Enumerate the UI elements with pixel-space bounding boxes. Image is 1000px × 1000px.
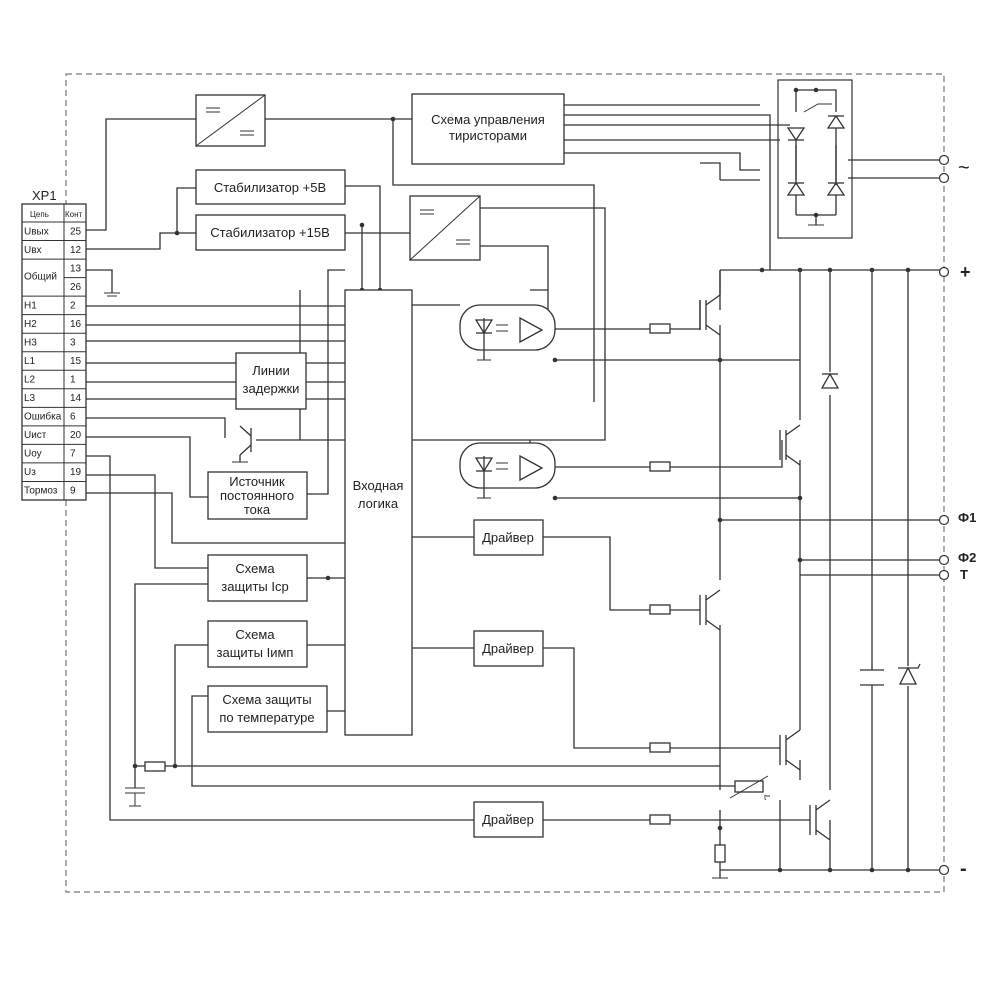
connector-signal-14: Uз (24, 467, 36, 478)
current-source-label-3: тока (244, 502, 271, 517)
svg-text:t: t (764, 793, 767, 802)
delay-lines-block: Линии задержки (235, 352, 307, 410)
terminal-ac-label: ~ (958, 157, 970, 179)
connector-signal-11: Ошибка (24, 411, 62, 423)
connector-pin-20: 20 (70, 430, 82, 441)
connector-pin-3: 3 (70, 337, 76, 348)
protection-temp-label-1: Схема защиты (222, 692, 311, 707)
delay-lines-label-1: Линии (252, 363, 290, 378)
junction-dots (132, 87, 911, 873)
connector-pin-14: 14 (70, 393, 82, 404)
connector-pin-9: 9 (70, 486, 76, 497)
optocoupler-2 (459, 442, 556, 499)
driver-2-label: Драйвер (482, 641, 534, 656)
error-transistor (232, 425, 252, 463)
connector-pin-7: 7 (70, 449, 76, 460)
connector-pin-1: 1 (70, 375, 76, 386)
bus-diode (820, 372, 840, 389)
connector-signal-2: Uвх (24, 245, 42, 256)
connector-pin-19: 19 (70, 467, 82, 478)
connector-signal-9: L2 (24, 375, 36, 386)
connector-pin-26: 26 (70, 282, 82, 293)
connector-pin-12: 12 (70, 245, 82, 256)
connector-signal-8: L1 (24, 356, 36, 367)
protection-avg-current-block: Схема защиты Iср (207, 554, 308, 602)
connector-signal-15: Тормоз (24, 486, 58, 497)
input-logic-label-2: логика (358, 496, 399, 511)
protection-avg-label-2: защиты Iср (221, 579, 288, 594)
connector-signal-13: Uоу (24, 449, 42, 460)
stabilizer-15v-label: Стабилизатор +15В (210, 225, 330, 240)
protection-avg-label-1: Схема (235, 561, 275, 576)
thyristor-control-label-2: тиристорами (449, 128, 527, 143)
dc-dc-converter-1 (195, 94, 266, 147)
connector-pin-15: 15 (70, 356, 82, 367)
protection-pulse-label-2: защиты Iимп (217, 645, 294, 660)
stabilizer-5v: Стабилизатор +5В (195, 169, 346, 205)
protection-pulse-current-block: Схема защиты Iимп (207, 620, 308, 668)
driver-3-label: Драйвер (482, 812, 534, 827)
connector-signal-5: H1 (24, 300, 37, 311)
dc-bus-capacitor (860, 669, 884, 686)
connector-signal-1: Uвых (24, 226, 49, 237)
connector-signal-12: Uист (24, 430, 47, 441)
connector-signal-10: L3 (24, 393, 36, 404)
dc-bus-zener (898, 663, 921, 685)
driver-3: Драйвер (473, 801, 544, 838)
connector-pin-6: 6 (70, 412, 76, 423)
connector-pin-2: 2 (70, 300, 76, 311)
dc-dc-converter-2 (409, 195, 481, 261)
connector-col-pin: Конт (65, 210, 83, 219)
connector-col-signal: Цепь (30, 210, 49, 219)
igbt-transistors (699, 270, 831, 841)
protection-pulse-label-1: Схема (235, 627, 275, 642)
terminal-t-label: Т (960, 567, 968, 582)
connector-signal-6: H2 (24, 319, 37, 330)
connector-title: XP1 (32, 188, 57, 203)
protection-temperature-block: Схема защиты по температуре (207, 685, 328, 733)
thermistor: t (729, 775, 770, 802)
connector-pin-25: 25 (70, 226, 82, 237)
current-source-block: Источник постоянного тока (207, 471, 308, 520)
terminal-f2-label: Ф2 (958, 550, 977, 565)
rectifier-bridge (777, 79, 853, 239)
thyristor-control-block: Схема управления тиристорами (411, 93, 565, 165)
driver-2: Драйвер (473, 630, 544, 667)
driver-1: Драйвер (473, 519, 544, 556)
terminal-f1-label: Ф1 (958, 510, 977, 525)
thyristor-control-label-1: Схема управления (431, 112, 545, 127)
connector-signal-3: Общий (24, 271, 57, 283)
current-source-label-1: Источник (229, 474, 285, 489)
input-logic-block: Входная логика (344, 289, 413, 736)
driver-1-label: Драйвер (482, 530, 534, 545)
terminal-minus-label: - (960, 858, 967, 880)
gate-resistors (144, 323, 726, 863)
input-logic-label-1: Входная (353, 478, 404, 493)
connector-pin-16: 16 (70, 319, 82, 330)
terminal-plus-label: + (960, 262, 971, 282)
protection-temp-label-2: по температуре (219, 710, 314, 725)
stabilizer-5v-label: Стабилизатор +5В (214, 180, 326, 195)
connector-signal-7: H3 (24, 337, 37, 348)
delay-lines-label-2: задержки (243, 381, 300, 396)
optocoupler-1 (459, 304, 556, 361)
stabilizer-15v: Стабилизатор +15В (195, 214, 346, 251)
current-source-label-2: постоянного (220, 488, 294, 503)
connector-pin-13: 13 (70, 263, 82, 274)
